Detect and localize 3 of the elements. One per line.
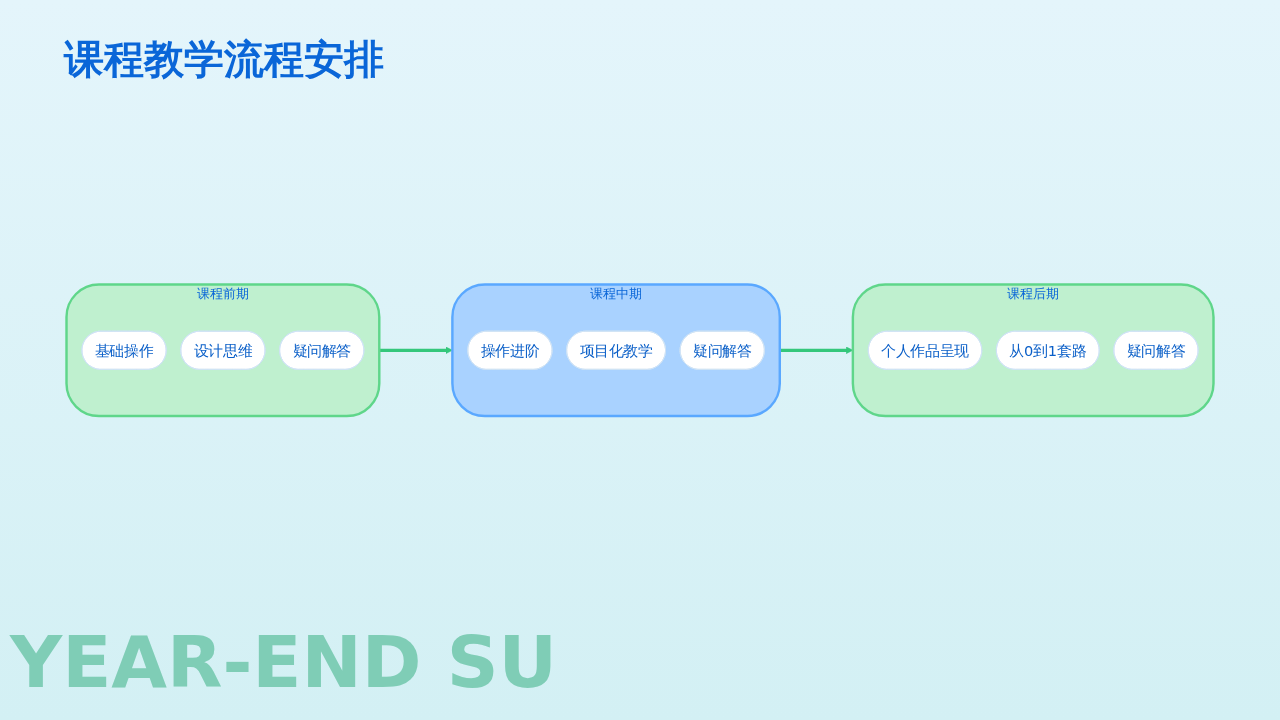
background-text: YEAR-END SU (10, 620, 557, 704)
title: 课程教学流程安排 (64, 35, 384, 84)
arrow (379, 346, 453, 354)
